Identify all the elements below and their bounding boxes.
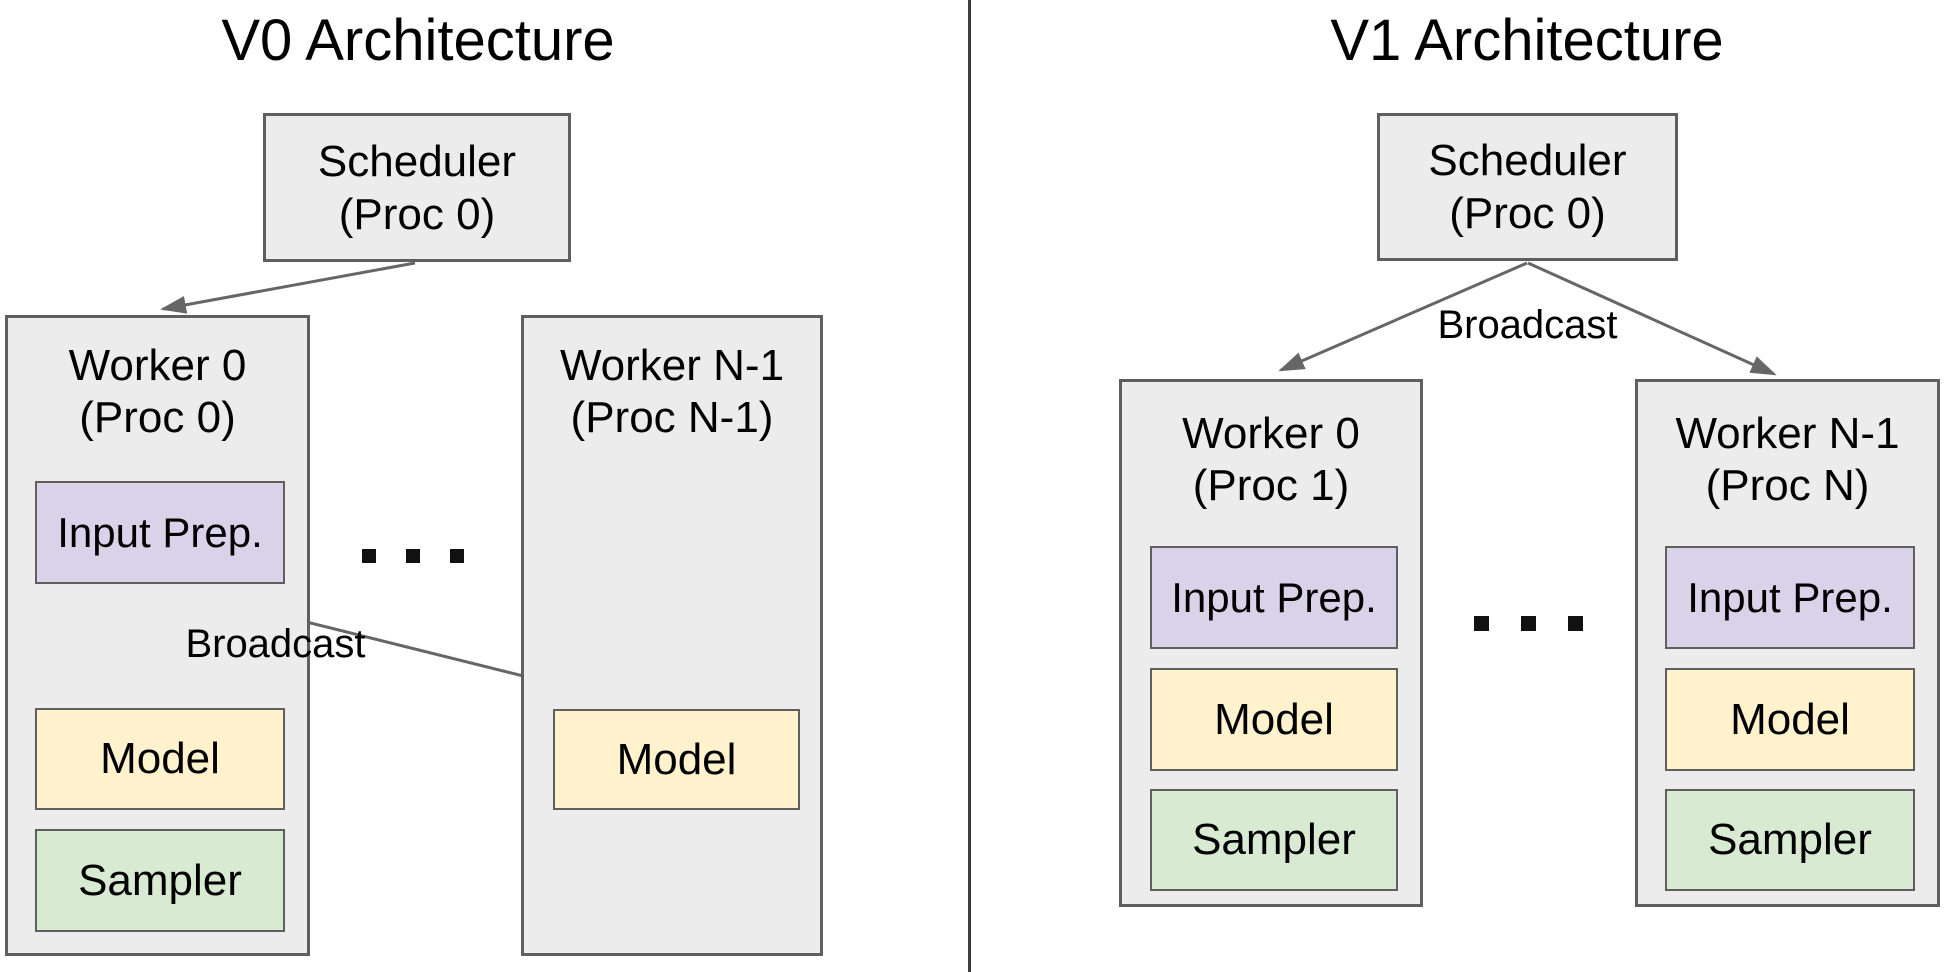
v1-scheduler-label-line2: (Proc 0)	[1449, 189, 1606, 238]
v0-workerN-title-line2: (Proc N-1)	[570, 393, 774, 442]
v0-worker0-title: Worker 0 (Proc 0)	[8, 318, 307, 444]
ellipsis-dot	[450, 549, 464, 563]
v1-workerN-title: Worker N-1 (Proc N)	[1638, 382, 1937, 512]
ellipsis-dot	[406, 549, 420, 563]
v1-broadcast-label: Broadcast	[1437, 303, 1618, 347]
v1-ellipsis-dots	[1474, 616, 1583, 631]
v1-workerN-box: Worker N-1 (Proc N) Input Prep. Model Sa…	[1635, 379, 1940, 907]
v1-worker0-model-box: Model	[1150, 668, 1398, 771]
v1-worker0-title-line1: Worker 0	[1182, 409, 1360, 458]
v1-title: V1 Architecture	[1330, 8, 1724, 73]
v1-scheduler-box: Scheduler (Proc 0)	[1377, 113, 1678, 261]
v1-workerN-model-box: Model	[1665, 668, 1915, 771]
v1-worker0-sampler-box: Sampler	[1150, 789, 1398, 891]
v1-worker0-box: Worker 0 (Proc 1) Input Prep. Model Samp…	[1119, 379, 1423, 907]
v0-worker0-box: Worker 0 (Proc 0) Input Prep. Model Samp…	[5, 315, 310, 956]
v0-scheduler-label-line2: (Proc 0)	[338, 189, 496, 239]
ellipsis-dot	[362, 549, 376, 563]
v0-workerN-title: Worker N-1 (Proc N-1)	[524, 318, 820, 444]
v1-workerN-input-prep-box: Input Prep.	[1665, 546, 1915, 649]
v1-worker0-input-prep-box: Input Prep.	[1150, 546, 1398, 649]
v0-scheduler-box: Scheduler (Proc 0)	[263, 113, 571, 262]
arrow-v0-scheduler-to-worker0	[160, 261, 416, 314]
ellipsis-dot	[1521, 616, 1536, 631]
v0-worker0-sampler-box: Sampler	[35, 829, 285, 932]
v1-workerN-title-line1: Worker N-1	[1675, 409, 1900, 458]
panel-divider	[968, 0, 971, 972]
v0-worker0-input-prep-box: Input Prep.	[35, 481, 285, 584]
v0-title: V0 Architecture	[221, 8, 615, 73]
v0-worker0-title-line1: Worker 0	[68, 341, 247, 390]
v0-worker0-title-line2: (Proc 0)	[79, 393, 236, 442]
v1-worker0-title: Worker 0 (Proc 1)	[1122, 382, 1420, 512]
v0-broadcast-label: Broadcast	[185, 622, 366, 666]
ellipsis-dot	[1474, 616, 1489, 631]
v1-worker0-title-line2: (Proc 1)	[1192, 461, 1350, 510]
ellipsis-dot	[1568, 616, 1583, 631]
v1-scheduler-label-line1: Scheduler	[1428, 136, 1627, 185]
v0-workerN-title-line1: Worker N-1	[559, 341, 785, 390]
v1-workerN-title-line2: (Proc N)	[1705, 461, 1870, 510]
v0-scheduler-label-line1: Scheduler	[317, 136, 517, 186]
v0-ellipsis-dots	[362, 549, 464, 563]
v0-workerN-model-box: Model	[553, 709, 800, 810]
v0-worker0-model-box: Model	[35, 708, 285, 810]
v0-workerN-box: Worker N-1 (Proc N-1) Model	[521, 315, 823, 956]
v1-workerN-sampler-box: Sampler	[1665, 789, 1915, 891]
